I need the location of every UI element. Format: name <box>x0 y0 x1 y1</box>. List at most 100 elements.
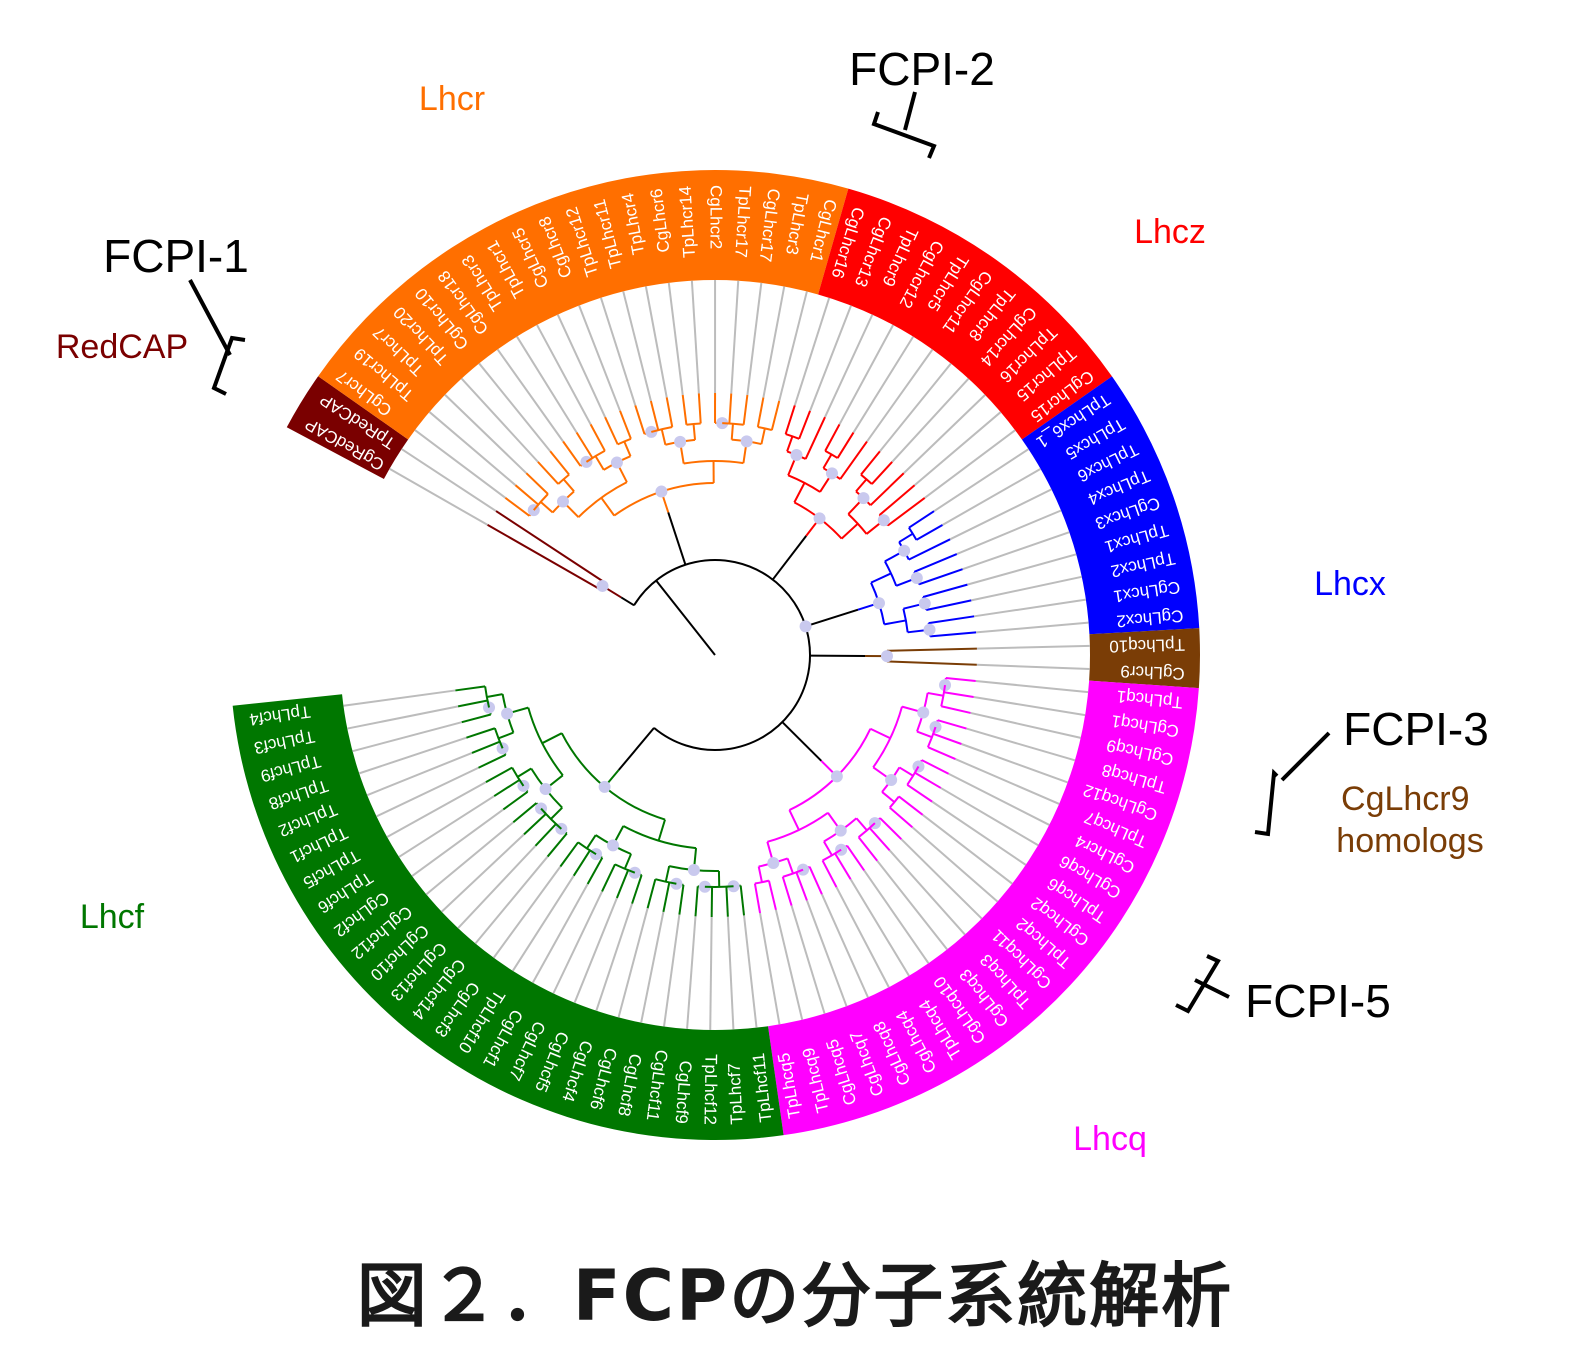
leaf-connector <box>386 781 487 838</box>
tree-branch <box>728 393 733 424</box>
tree-branch <box>855 478 868 493</box>
bracket-fcpi-1 <box>188 279 246 396</box>
tree-branch <box>784 405 796 435</box>
figure-caption: 図２．FCPの分子系統解析 <box>356 1255 1234 1337</box>
tree-branch <box>577 481 628 518</box>
tree-branch <box>525 472 549 495</box>
node-support-dot <box>898 544 911 557</box>
leaf-connector <box>460 377 539 463</box>
leaf-connector <box>376 766 479 818</box>
leaf-connector <box>644 286 668 398</box>
tree-branch <box>657 819 666 841</box>
node-support-dot <box>767 856 780 869</box>
node-support-dot <box>539 782 552 795</box>
tree-branch <box>786 858 794 874</box>
tree-branch <box>485 766 513 784</box>
tree-branch <box>927 691 944 697</box>
tree-branch <box>922 583 968 598</box>
leaf-connector <box>809 305 852 412</box>
tree-branch <box>617 727 655 771</box>
group-label-lhcf: Lhcf <box>80 898 145 936</box>
node-support-dot <box>799 620 812 633</box>
node-support-dot <box>813 512 826 525</box>
tree-branch <box>692 423 697 441</box>
tree-branch <box>908 510 935 529</box>
node-support-dot <box>918 597 931 610</box>
leaf-connector <box>922 813 1013 885</box>
tree-branch <box>785 433 800 440</box>
node-support-dot <box>857 492 870 505</box>
leaf-connector <box>414 429 506 499</box>
tree-branch <box>771 535 807 581</box>
tree-branch <box>886 647 977 652</box>
phylogenetic-tree-figure: CgRedCAPTpRedCAPCgLhcr7TpLhcr19TpLhcr7Tp… <box>56 43 1489 1158</box>
leaf-connector <box>940 787 1039 847</box>
leaf-connector <box>478 362 552 452</box>
tree-branch <box>941 705 971 714</box>
tree-branch <box>537 461 559 485</box>
tree-branch <box>898 766 914 777</box>
tree-branch <box>868 827 891 852</box>
tree-branches <box>455 392 977 917</box>
tree-branch <box>662 882 671 913</box>
tree-branch <box>757 866 763 883</box>
leaf-connector <box>879 362 952 452</box>
leaf-connector <box>536 324 592 425</box>
tree-branch <box>523 813 547 836</box>
ring-segment-cglhcr9homologs <box>1089 628 1201 689</box>
tree-branch <box>822 453 833 469</box>
tree-branch <box>601 863 616 892</box>
tree-branch <box>498 731 514 740</box>
leaf-connector <box>949 488 1052 541</box>
leaf-connector <box>820 893 869 998</box>
tree-branch <box>461 713 492 724</box>
leaf-connector <box>762 286 786 398</box>
leaf-connector <box>973 598 1087 618</box>
leaf-connector <box>924 429 1016 499</box>
leaf-label: TpLhcr17 <box>731 185 754 258</box>
tree-branch <box>487 524 601 591</box>
leaf-connector <box>976 663 1090 671</box>
leaf-connector <box>955 758 1060 805</box>
tree-branch <box>572 849 591 877</box>
annotation-fcpi-1: FCPI-1 <box>103 230 249 282</box>
tree-branch <box>604 416 619 445</box>
leaf-connector <box>976 644 1090 650</box>
leaf-connector <box>746 282 763 396</box>
tree-branch <box>667 512 687 566</box>
tree-branch <box>646 878 657 909</box>
node-support-dot <box>910 571 923 584</box>
leaf-connector <box>496 348 564 443</box>
leaf-connectors <box>343 279 1090 1030</box>
tree-branch <box>824 423 841 452</box>
tree-branch <box>860 450 881 476</box>
leaf-connector <box>961 743 1069 784</box>
leaf-connector <box>948 772 1050 826</box>
tree-branch <box>664 865 671 882</box>
leaf-connector <box>599 297 637 406</box>
tree-branch <box>881 791 896 803</box>
leaf-connector <box>778 291 808 402</box>
tree-branch <box>808 866 823 895</box>
leaf-connector <box>975 621 1089 634</box>
leaf-connector <box>891 377 970 463</box>
tree-branch <box>857 836 878 862</box>
leaf-connector <box>343 689 456 707</box>
node-support-dot <box>501 707 514 720</box>
node-support-dot <box>939 679 952 692</box>
tree-branch <box>540 807 563 830</box>
tree-branch <box>781 721 822 762</box>
leaf-connector <box>933 448 1030 513</box>
leaf-connector <box>595 903 634 1012</box>
leaf-label: TpLhcf7 <box>725 1063 747 1125</box>
leaf-connector <box>962 531 1070 571</box>
tree-branch <box>840 522 859 540</box>
node-support-dot <box>727 880 740 893</box>
node-support-dot <box>645 425 658 438</box>
node-support-dot <box>598 780 611 793</box>
leaf-connector <box>347 705 459 730</box>
tree-branch <box>665 397 674 428</box>
leaf-connector <box>516 336 578 434</box>
tree-branch <box>559 841 579 868</box>
tree-branch <box>902 608 909 633</box>
